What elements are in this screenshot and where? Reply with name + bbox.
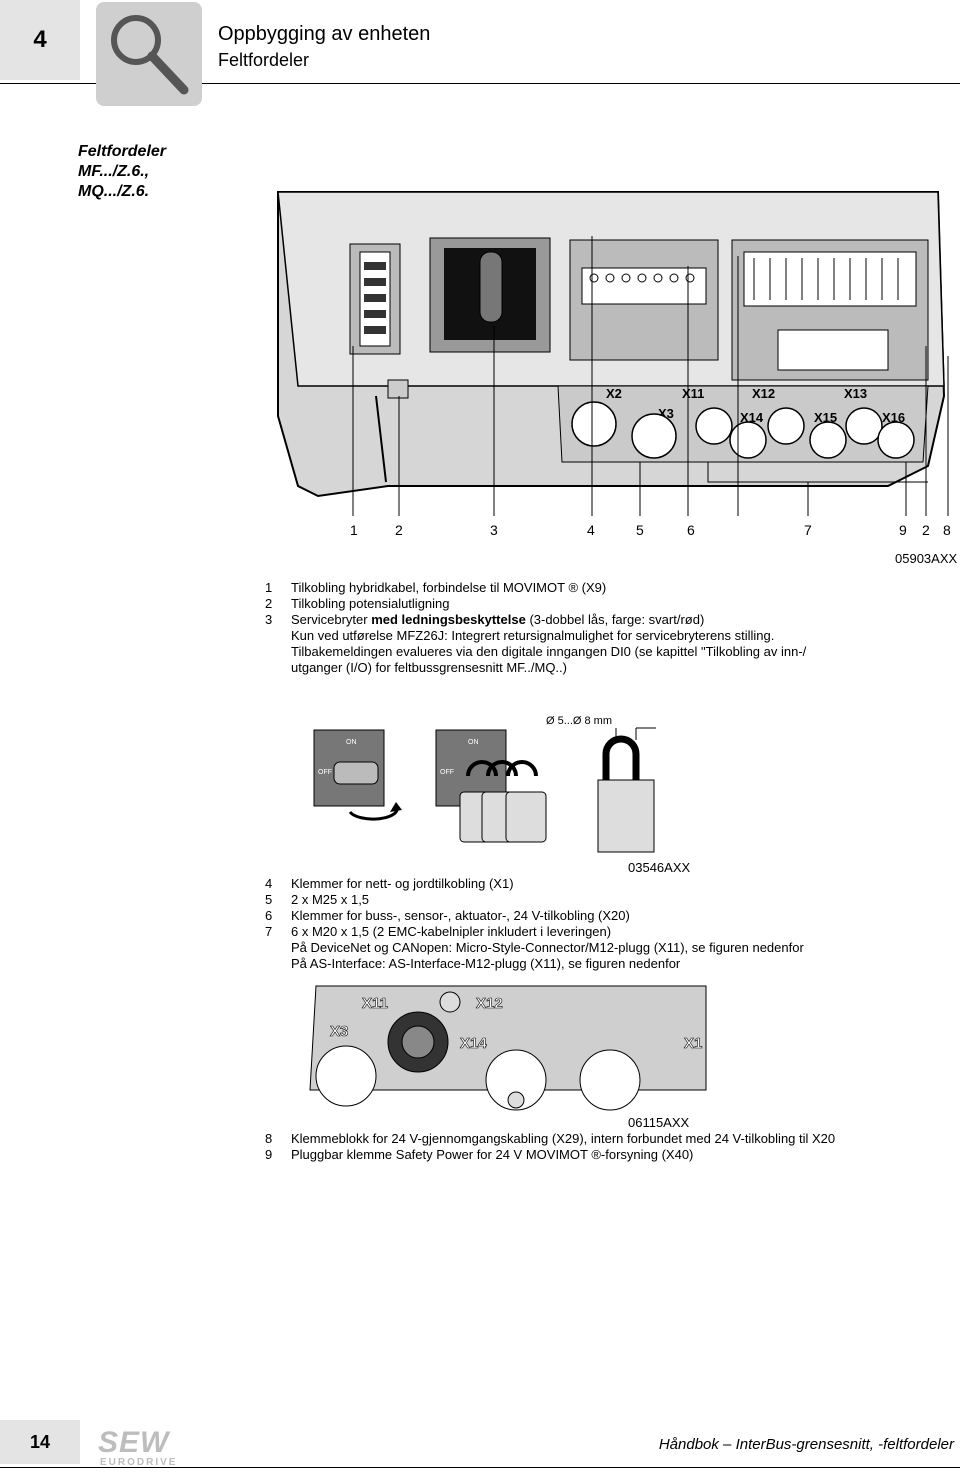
x11-label: X11 <box>682 386 704 401</box>
switch-on-label: ON <box>468 739 479 746</box>
x2-label: X2 <box>606 386 622 401</box>
callout: 9 <box>899 522 907 538</box>
figure-code: 03546AXX <box>628 860 691 875</box>
callout: 1 <box>350 522 358 538</box>
callout: 2 <box>395 522 403 538</box>
callout: 6 <box>687 522 695 538</box>
switch-off-label: OFF <box>318 769 332 776</box>
page-title: Oppbygging av enheten <box>218 23 431 45</box>
callout: 5 <box>636 522 644 538</box>
x12-label: X12 <box>752 386 775 401</box>
eurodrive-logo: EURODRIVE <box>100 1457 178 1468</box>
switch-on-label: ON <box>346 739 357 746</box>
x12-label: X12 <box>476 995 503 1012</box>
header-divider <box>202 83 960 84</box>
switch-off-label: OFF <box>440 769 454 776</box>
field-distributor-drawing: X2 X3 X11 X12 X13 X14 X15 X16 <box>277 191 949 516</box>
x13-label: X13 <box>844 386 867 401</box>
magnifier-icon <box>111 15 189 95</box>
chapter-tab <box>0 0 80 80</box>
service-switch-lock-drawing: ON OFF ON OFF Ø 5...Ø 8 mm <box>313 715 656 853</box>
header-divider <box>0 83 96 84</box>
shackle-diameter-label: Ø 5...Ø 8 mm <box>546 715 612 727</box>
footer-divider <box>0 1467 960 1468</box>
x15-label: X15 <box>814 410 837 425</box>
x11-label: X11 <box>362 995 388 1012</box>
page-subtitle: Feltfordeler <box>218 50 310 70</box>
side-heading: Feltfordeler MF.../Z.6., MQ.../Z.6. <box>78 143 167 200</box>
x1-label: X1 <box>684 1035 702 1052</box>
m12-connector-drawing: X11 X12 X3 X14 X1 <box>309 985 707 1111</box>
callout: 3 <box>490 522 498 538</box>
callout: 2 <box>922 522 930 538</box>
callout: 8 <box>943 522 951 538</box>
x3-label: X3 <box>330 1023 348 1040</box>
document-title: Håndbok – InterBus-grensesnitt, -feltfor… <box>658 1436 954 1453</box>
magnifier-icon-box <box>96 2 202 106</box>
x14-label: X14 <box>460 1035 487 1052</box>
figure-code: 05903AXX <box>895 551 958 566</box>
page-number: 14 <box>29 1431 51 1452</box>
sew-logo: SEW <box>98 1426 170 1459</box>
callout: 4 <box>587 522 595 538</box>
x14-label: X14 <box>740 410 764 425</box>
figure-code: 06115AXX <box>628 1115 690 1130</box>
callout: 7 <box>804 522 812 538</box>
chapter-number: 4 <box>33 26 47 53</box>
footer-page-tab <box>0 1420 80 1464</box>
x16-label: X16 <box>882 410 905 425</box>
